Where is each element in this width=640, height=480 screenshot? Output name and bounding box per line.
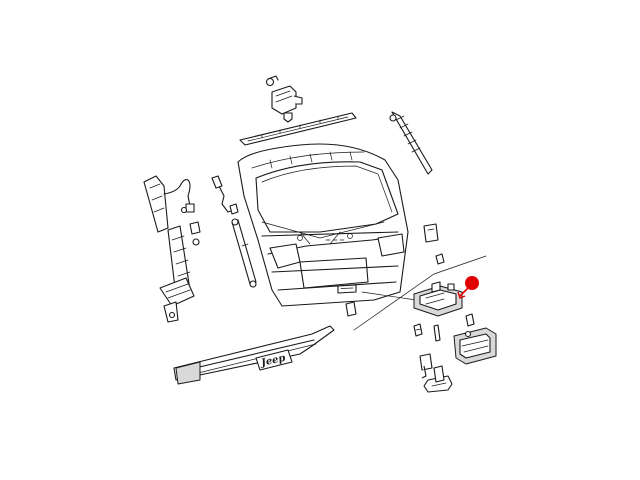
small-screw <box>435 253 445 265</box>
liftgate-handle-switch <box>453 327 497 365</box>
callout-marker <box>457 276 479 299</box>
top-bracket <box>265 75 303 123</box>
upper-spoiler-strip <box>239 112 357 146</box>
callout-leader <box>353 255 487 331</box>
latch-striker <box>419 353 453 393</box>
center-fastener <box>345 301 357 317</box>
rear-wiper-arm <box>389 111 433 175</box>
bumper-stop <box>423 223 439 243</box>
liftgate-door <box>237 143 409 307</box>
power-liftgate-drive-unit <box>143 175 201 323</box>
cable-hook <box>211 175 239 215</box>
latch-screws <box>413 313 475 342</box>
liftgate-latch <box>413 281 463 317</box>
red-dot-marker-icon <box>465 276 479 290</box>
gas-strut <box>231 218 257 288</box>
lower-applique-trim: Jeep <box>173 325 335 385</box>
